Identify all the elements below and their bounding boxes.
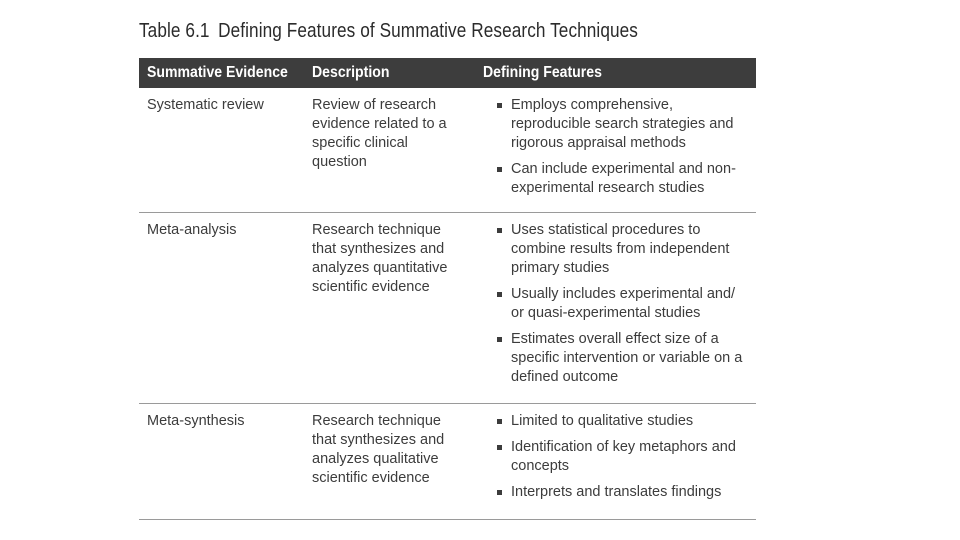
description-cell: Review of research evidence related to a…	[312, 97, 447, 170]
feature-item: Uses statistical procedures to combine r…	[487, 221, 749, 278]
bullet-square-icon	[497, 228, 502, 233]
evidence-cell: Systematic review	[147, 97, 264, 113]
features-cell: Uses statistical procedures to combine r…	[487, 221, 749, 394]
table-header-row: Summative Evidence Description Defining …	[139, 58, 756, 88]
header-description: Description	[312, 64, 390, 81]
bullet-square-icon	[497, 490, 502, 495]
feature-item: Identification of key metaphors and conc…	[487, 438, 749, 476]
bullet-square-icon	[497, 103, 502, 108]
table-number: Table 6.1	[139, 20, 210, 42]
evidence-cell: Meta-analysis	[147, 222, 237, 238]
header-defining-features: Defining Features	[483, 64, 602, 81]
feature-item: Can include experimental and non-experim…	[487, 160, 749, 198]
evidence-cell: Meta-synthesis	[147, 413, 245, 429]
table-caption: Table 6.1 Defining Features of Summative …	[139, 20, 638, 43]
bullet-square-icon	[497, 167, 502, 172]
table-row: Meta-synthesis Research technique that s…	[139, 404, 756, 520]
table-title: Defining Features of Summative Research …	[218, 20, 638, 42]
bullet-square-icon	[497, 419, 502, 424]
summative-techniques-table: Summative Evidence Description Defining …	[139, 58, 756, 520]
feature-item: Usually includes experimental and/ or qu…	[487, 285, 749, 323]
features-cell: Limited to qualitative studies Identific…	[487, 412, 749, 509]
header-summative-evidence: Summative Evidence	[147, 64, 288, 81]
table-row: Systematic review Review of research evi…	[139, 88, 756, 213]
bullet-square-icon	[497, 337, 502, 342]
bullet-square-icon	[497, 292, 502, 297]
table-row: Meta-analysis Research technique that sy…	[139, 213, 756, 404]
description-cell: Research technique that synthesizes and …	[312, 222, 448, 295]
feature-item: Interprets and translates findings	[487, 483, 749, 502]
bullet-square-icon	[497, 445, 502, 450]
feature-item: Limited to qualitative studies	[487, 412, 749, 431]
features-cell: Employs comprehensive, reproducible sear…	[487, 96, 749, 205]
feature-item: Employs comprehensive, reproducible sear…	[487, 96, 749, 153]
feature-item: Estimates overall effect size of a speci…	[487, 330, 749, 387]
description-cell: Research technique that synthesizes and …	[312, 413, 445, 486]
